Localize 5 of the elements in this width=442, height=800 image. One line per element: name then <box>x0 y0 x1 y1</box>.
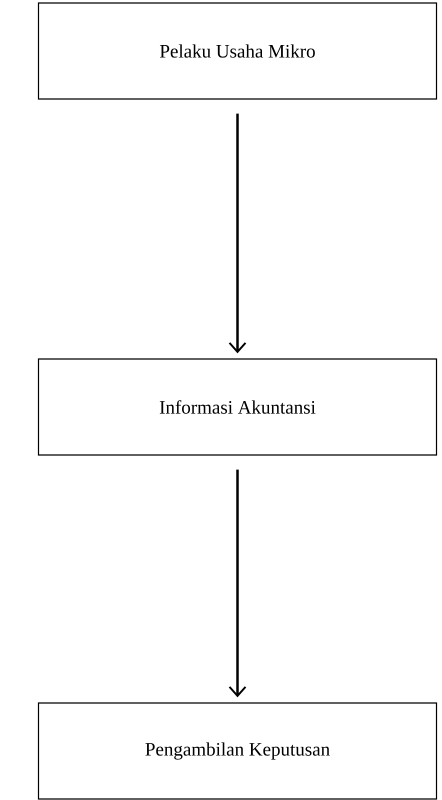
arrow <box>228 470 246 698</box>
process-box: Pengambilan Keputusan <box>38 702 438 800</box>
process-box: Informasi Akuntansi <box>38 358 438 456</box>
arrow <box>228 114 246 354</box>
process-box: Pelaku Usaha Mikro <box>38 2 438 100</box>
